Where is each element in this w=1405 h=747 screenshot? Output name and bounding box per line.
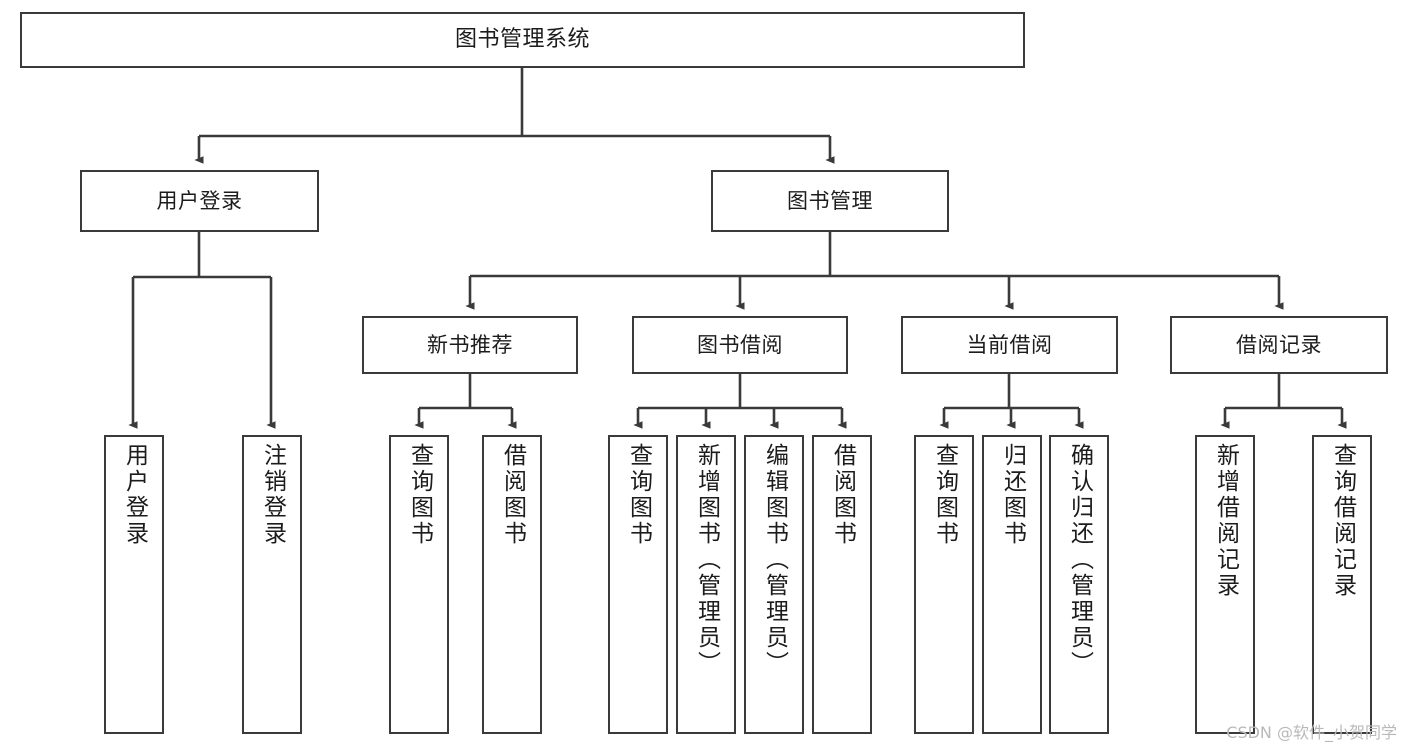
node-label: 新书推荐 <box>427 332 513 357</box>
node-label: 图书管理 <box>787 188 873 213</box>
node-borrow-record[interactable]: 借阅记录 <box>1170 316 1388 374</box>
node-label: 查询图书 <box>406 443 433 547</box>
leaf-return-book[interactable]: 归还图书 <box>982 435 1042 734</box>
leaf-user-login[interactable]: 用户登录 <box>104 435 164 734</box>
node-label: 新增借阅记录 <box>1212 443 1239 599</box>
node-label: 图书借阅 <box>697 332 783 357</box>
leaf-add-book-admin[interactable]: 新增图书（管理员） <box>676 435 736 734</box>
leaf-query-book-current[interactable]: 查询图书 <box>914 435 974 734</box>
node-label: 当前借阅 <box>966 332 1053 357</box>
node-label: 用户登录 <box>156 188 243 213</box>
node-current-borrow[interactable]: 当前借阅 <box>901 316 1118 374</box>
node-new-book-recommend[interactable]: 新书推荐 <box>362 316 578 374</box>
leaf-edit-book-admin[interactable]: 编辑图书（管理员） <box>744 435 804 734</box>
leaf-logout[interactable]: 注销登录 <box>242 435 302 734</box>
leaf-borrow-book-recommend[interactable]: 借阅图书 <box>482 435 542 734</box>
node-label: 用户登录 <box>121 443 148 547</box>
node-label: 查询借阅记录 <box>1329 443 1356 599</box>
leaf-confirm-return-admin[interactable]: 确认归还（管理员） <box>1049 435 1109 734</box>
leaf-query-borrow-record[interactable]: 查询借阅记录 <box>1312 435 1372 734</box>
node-label: 查询图书 <box>931 443 958 547</box>
node-label: 确认归还（管理员） <box>1066 443 1093 677</box>
node-label: 借阅图书 <box>499 443 526 547</box>
node-root-system[interactable]: 图书管理系统 <box>20 12 1025 68</box>
leaf-add-borrow-record[interactable]: 新增借阅记录 <box>1195 435 1255 734</box>
node-label: 注销登录 <box>259 443 286 547</box>
node-label: 编辑图书（管理员） <box>761 443 788 677</box>
node-book-manage[interactable]: 图书管理 <box>711 170 949 232</box>
watermark-text: CSDN @软件_小贺同学 <box>1226 723 1397 742</box>
leaf-borrow-book[interactable]: 借阅图书 <box>812 435 872 734</box>
node-label: 借阅记录 <box>1236 332 1322 357</box>
leaf-query-book-borrow[interactable]: 查询图书 <box>608 435 668 734</box>
leaf-query-book-recommend[interactable]: 查询图书 <box>389 435 449 734</box>
node-label: 归还图书 <box>999 443 1026 547</box>
node-label: 查询图书 <box>625 443 652 547</box>
node-label: 图书管理系统 <box>454 27 590 53</box>
node-label: 新增图书（管理员） <box>693 443 720 677</box>
node-user-login[interactable]: 用户登录 <box>80 170 319 232</box>
node-label: 借阅图书 <box>829 443 856 547</box>
node-book-borrow[interactable]: 图书借阅 <box>632 316 848 374</box>
